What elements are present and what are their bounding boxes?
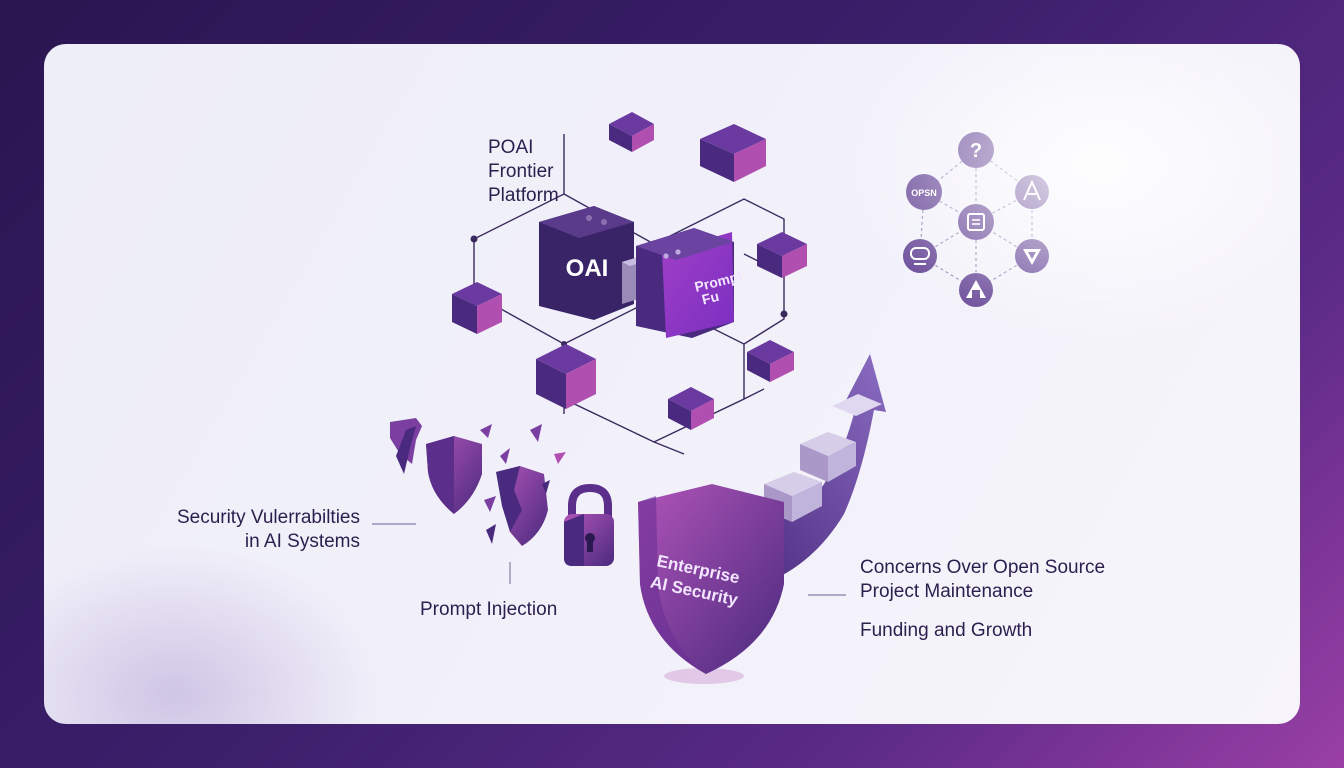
cube-3 [757, 232, 807, 278]
cube-5 [536, 344, 596, 409]
enterprise-shield [638, 484, 784, 684]
question-symbol: ? [970, 140, 982, 162]
shield-fragments [480, 424, 566, 544]
document-icon [958, 204, 994, 240]
cube-6 [747, 340, 794, 382]
triangle-icon [1015, 239, 1049, 273]
platform-label-line1: POAI [488, 137, 534, 158]
oai-logo-text: OAI [566, 255, 609, 282]
opsn-badge [906, 174, 942, 210]
promptfu-block [636, 228, 734, 338]
main-card: ? OPSN OAI Prompt Fu Enterprise AI Secur… [44, 44, 1300, 724]
broken-shield-3 [496, 466, 548, 546]
platform-label: POAI Frontier Platform [488, 136, 559, 208]
opsn-text: OPSN [911, 188, 937, 198]
padlock-icon [564, 483, 614, 566]
oai-block [539, 206, 634, 320]
funding-label: Funding and Growth [860, 620, 1033, 641]
cube-7 [668, 387, 714, 430]
concerns-label-line1: Concerns Over Open Source [860, 557, 1106, 578]
link-icon [903, 239, 937, 273]
arrow-up-icon [959, 273, 993, 307]
prompt-injection-label: Prompt Injection [420, 599, 558, 620]
platform-label-line3: Platform [488, 185, 559, 206]
cube-2 [700, 124, 766, 182]
cube-1 [609, 112, 654, 152]
broken-shield-1 [390, 418, 422, 474]
security-label-line2: in AI Systems [244, 531, 360, 552]
security-label-line1: Security Vulerrabilties [176, 507, 360, 528]
agent-icon [1015, 175, 1049, 209]
integration-network [903, 132, 1049, 307]
security-label: Security Vulerrabilties in AI Systems [138, 506, 360, 554]
concerns-label: Concerns Over Open Source Project Mainte… [860, 556, 1105, 604]
cube-4 [452, 282, 502, 334]
concerns-label-line2: Project Maintenance [860, 581, 1034, 602]
diagram-canvas: ? OPSN OAI Prompt Fu Enterprise AI Secur… [372, 112, 1049, 684]
question-icon [958, 132, 994, 168]
leader-lines [372, 523, 846, 596]
promptfu-line2: Fu [700, 288, 720, 308]
platform-label-line2: Frontier [488, 161, 554, 182]
broken-shield-2 [426, 436, 482, 514]
